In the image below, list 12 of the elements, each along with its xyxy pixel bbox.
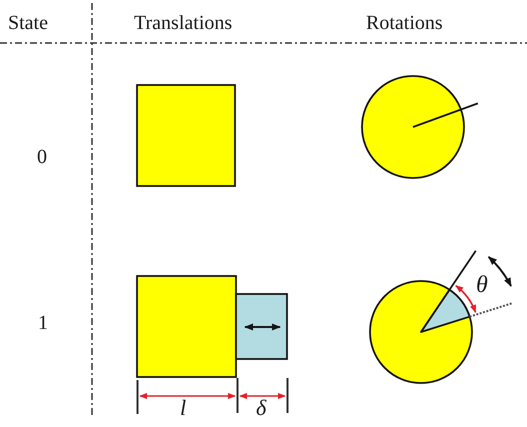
sliding-block <box>235 293 288 360</box>
dimension-label: l <box>180 397 186 419</box>
column-header: Translations <box>134 13 232 33</box>
column-header: Rotations <box>366 13 443 33</box>
disc <box>361 75 465 179</box>
dimension-label: δ <box>256 397 266 419</box>
row-label: 1 <box>38 313 48 333</box>
angle-label: θ <box>476 273 488 297</box>
column-header: State <box>8 13 48 33</box>
row-label: 0 <box>37 147 47 167</box>
block <box>136 275 237 378</box>
block <box>136 84 236 187</box>
